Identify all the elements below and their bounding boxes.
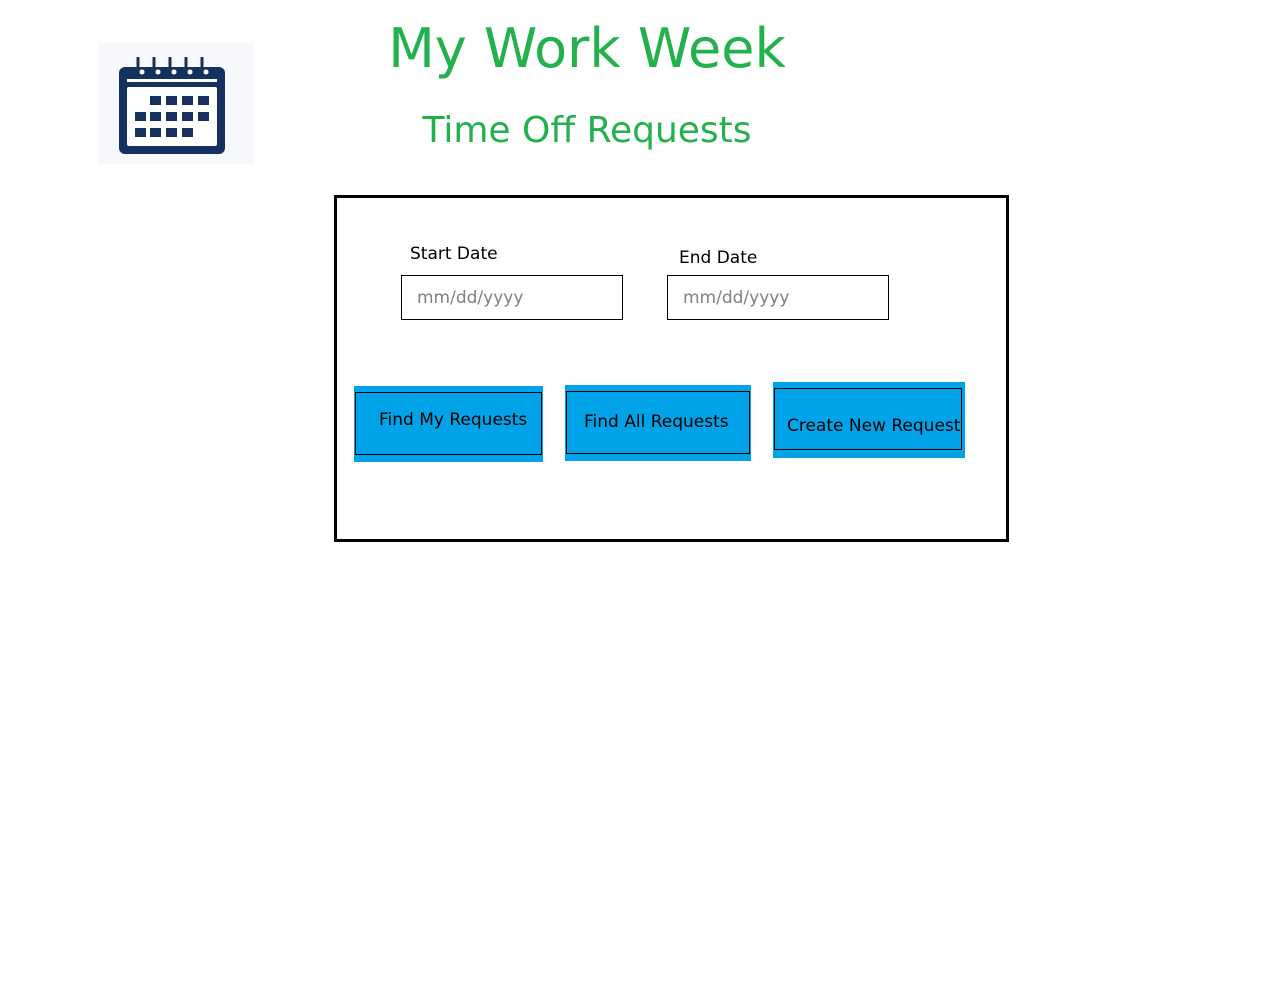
find-all-requests-label: Find All Requests: [584, 412, 729, 432]
calendar-logo: [98, 43, 254, 164]
calendar-icon: [119, 57, 225, 154]
button-border: [355, 392, 542, 455]
time-off-search-form: Start Date End Date Find My Requests Fin…: [334, 195, 1009, 542]
end-date-input[interactable]: [667, 275, 889, 320]
find-my-requests-button[interactable]: Find My Requests: [354, 386, 543, 462]
button-border: [566, 391, 750, 454]
end-date-label: End Date: [679, 248, 758, 268]
start-date-label: Start Date: [410, 244, 498, 264]
find-my-requests-label: Find My Requests: [379, 410, 528, 430]
button-border: [774, 388, 962, 450]
app-title: My Work Week: [388, 17, 786, 80]
create-new-request-button[interactable]: Create New Request: [773, 382, 965, 458]
page-subtitle: Time Off Requests: [422, 110, 752, 151]
start-date-input[interactable]: [401, 275, 623, 320]
find-all-requests-button[interactable]: Find All Requests: [565, 385, 751, 461]
create-new-request-label: Create New Request: [787, 416, 961, 436]
